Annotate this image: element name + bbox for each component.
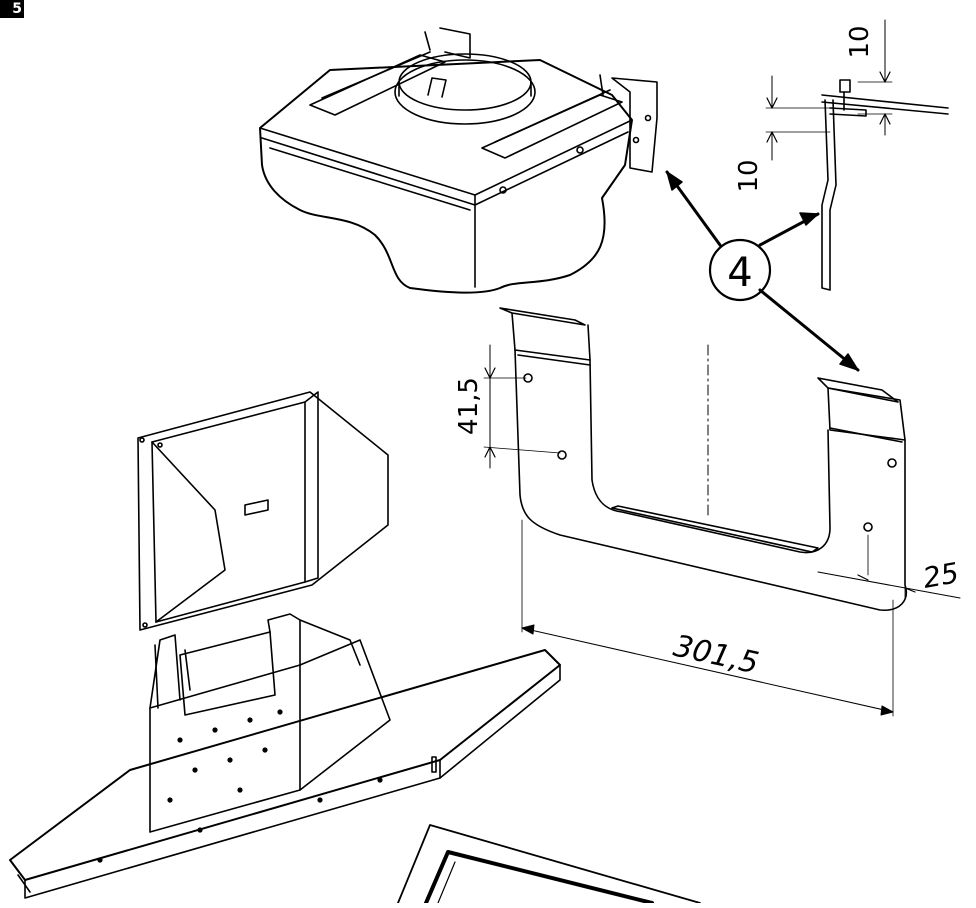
callout-arrows [665, 170, 860, 372]
callout-circle [708, 238, 772, 302]
dimension-total-width: 301,5 [670, 629, 761, 682]
chimney-cover [137, 391, 389, 631]
dimension-vertical-spacing: 41,5 [454, 377, 484, 435]
hood-body [9, 613, 561, 899]
dimension-height-side: 10 [734, 159, 764, 192]
callout-number: 4 [727, 250, 752, 296]
step-number-badge: 5 [0, 0, 24, 18]
dimension-height-top: 10 [845, 25, 875, 58]
glass-panel [397, 824, 701, 905]
dimension-edge-offset: 25 [920, 556, 961, 595]
u-bracket [483, 307, 961, 717]
bracket-side-detail [765, 19, 949, 291]
ceiling-frame-unit [259, 27, 658, 294]
